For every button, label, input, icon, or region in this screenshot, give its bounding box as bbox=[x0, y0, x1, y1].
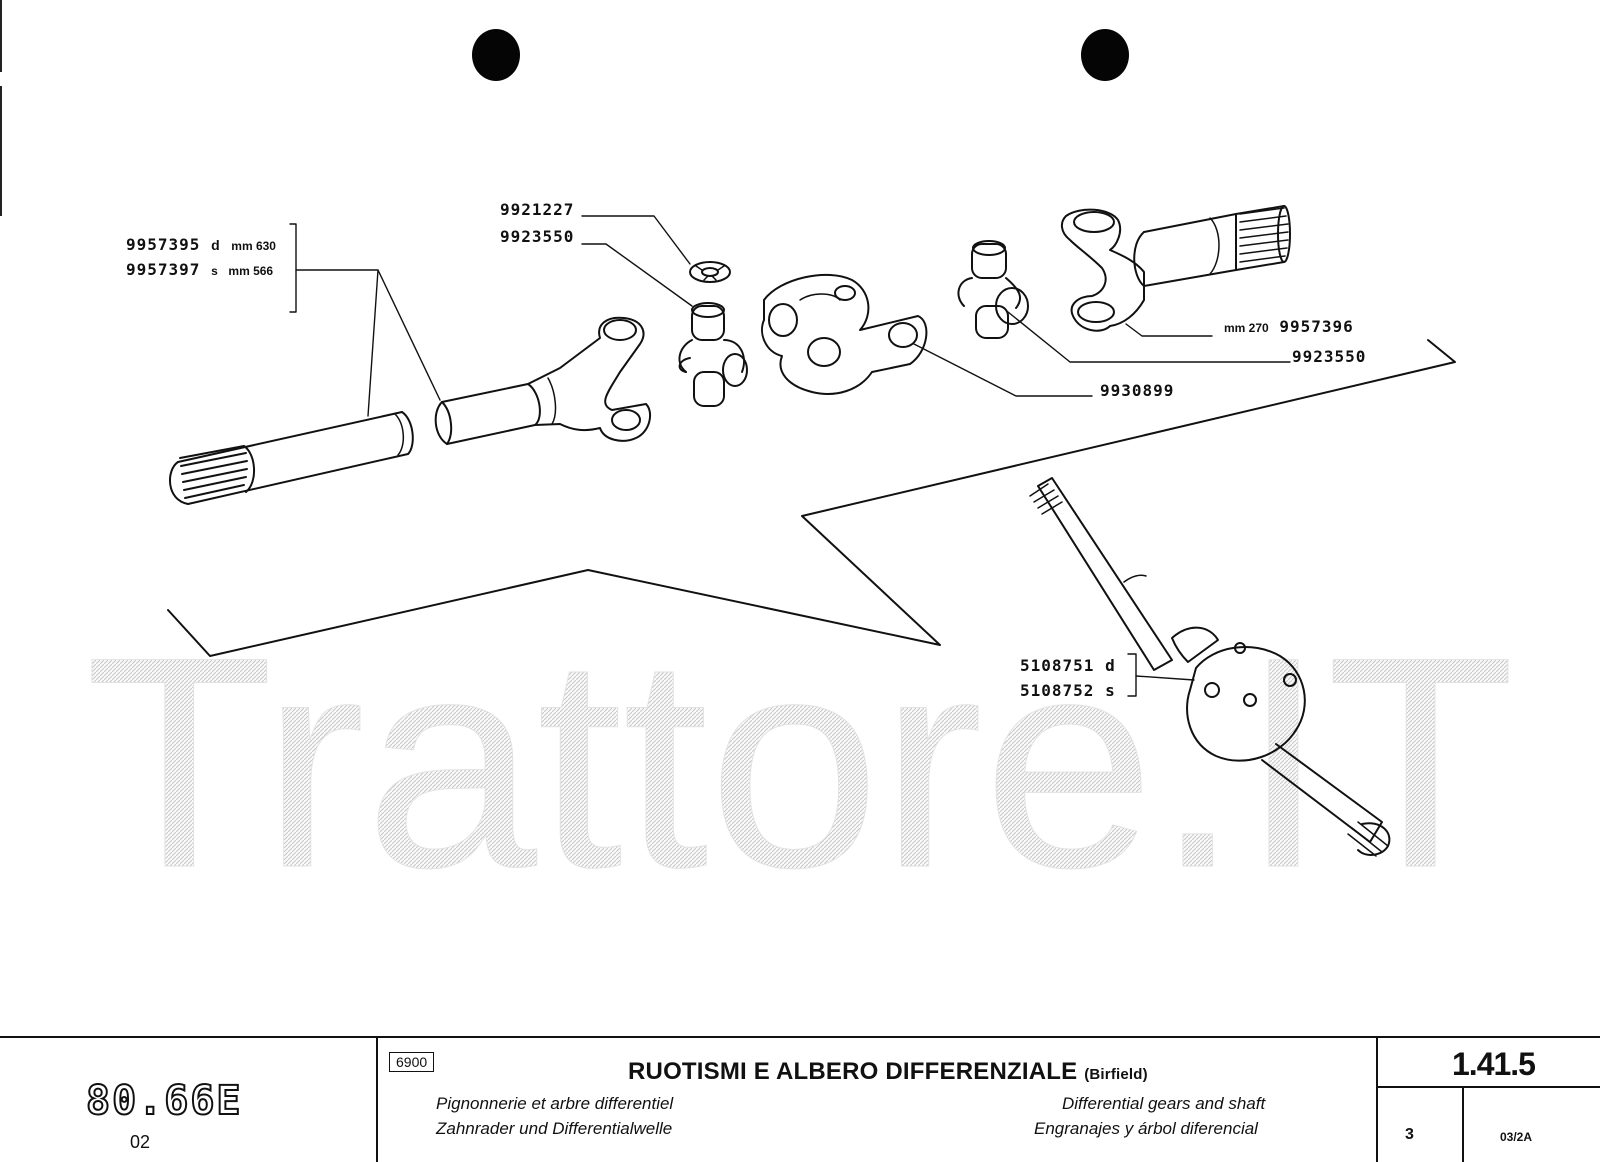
part-callout-center-yoke: 9930899 bbox=[1100, 381, 1175, 400]
title-block: 80.66E 02 6900 RUOTISMI E ALBERO DIFFERE… bbox=[0, 1036, 1600, 1162]
divider bbox=[376, 1038, 378, 1162]
side-suffix: d bbox=[211, 237, 221, 253]
axle-shaft-left-drawing bbox=[168, 316, 652, 505]
model-logo: 80.66E bbox=[85, 1077, 243, 1125]
part-number: 5108752 bbox=[1020, 681, 1095, 700]
side-suffix: s bbox=[1105, 681, 1116, 700]
divider bbox=[1376, 1038, 1378, 1162]
part-number: 9957396 bbox=[1279, 317, 1354, 336]
page-title: RUOTISMI E ALBERO DIFFERENZIALE (Birfiel… bbox=[628, 1058, 1148, 1086]
title-subtitle: (Birfield) bbox=[1084, 1066, 1148, 1083]
part-callout-birfield-right: 5108751 d bbox=[1020, 656, 1116, 675]
part-callout-spider-b: 9923550 bbox=[1292, 347, 1367, 366]
title-spanish: Engranajes y árbol diferencial bbox=[1034, 1119, 1258, 1138]
title-german: Zahnrader und Differentialwelle bbox=[436, 1119, 673, 1138]
watermark-text: Trattore.IT bbox=[85, 594, 1515, 930]
break-line-frame bbox=[167, 339, 1456, 657]
spider-cross-a-drawing bbox=[678, 302, 748, 407]
part-callout-shaft-left: 9957397 s mm 566 bbox=[126, 260, 273, 279]
title-french: Pignonnerie et arbre differentiel bbox=[436, 1094, 674, 1113]
center-yoke-drawing bbox=[761, 273, 928, 395]
model-code: 02 bbox=[130, 1132, 151, 1152]
birfield-joint-drawing bbox=[1029, 477, 1391, 857]
side-suffix: s bbox=[211, 264, 218, 278]
punch-hole-left bbox=[472, 29, 520, 81]
part-number: 9957397 bbox=[126, 260, 201, 279]
title-text: RUOTISMI E ALBERO DIFFERENZIALE bbox=[628, 1058, 1078, 1085]
part-number: 9957395 bbox=[126, 235, 201, 254]
circlip-drawing bbox=[689, 261, 731, 283]
group-code: 6900 bbox=[389, 1052, 435, 1072]
divider bbox=[1376, 1086, 1600, 1088]
document-number: 1.41.5 bbox=[1452, 1046, 1536, 1082]
leader-lines bbox=[289, 215, 1291, 697]
exploded-view-drawing bbox=[167, 205, 1456, 857]
spider-cross-b-drawing bbox=[957, 240, 1029, 339]
length-label: mm 630 bbox=[231, 239, 276, 253]
punch-hole-right bbox=[1081, 29, 1129, 81]
sheet-number: 3 bbox=[1405, 1126, 1414, 1143]
part-number: 5108751 bbox=[1020, 656, 1095, 675]
divider bbox=[1462, 1086, 1464, 1162]
right-yoke-drawing bbox=[1060, 205, 1291, 332]
part-callout-spider-a: 9923550 bbox=[500, 227, 575, 246]
length-label: mm 566 bbox=[228, 264, 274, 278]
part-callout-yoke: mm 270 9957396 bbox=[1224, 317, 1354, 336]
side-suffix: d bbox=[1105, 656, 1116, 675]
part-callout-shaft-right: 9957395 d mm 630 bbox=[126, 235, 276, 254]
title-english: Differential gears and shaft bbox=[1062, 1094, 1266, 1113]
revision-code: 03/2A bbox=[1500, 1130, 1533, 1144]
left-edge-mark bbox=[0, 0, 2, 72]
left-edge-mark bbox=[0, 86, 2, 216]
part-callout-birfield-left: 5108752 s bbox=[1020, 681, 1116, 700]
length-label: mm 270 bbox=[1224, 321, 1269, 335]
part-callout-circlip: 9921227 bbox=[500, 200, 575, 219]
